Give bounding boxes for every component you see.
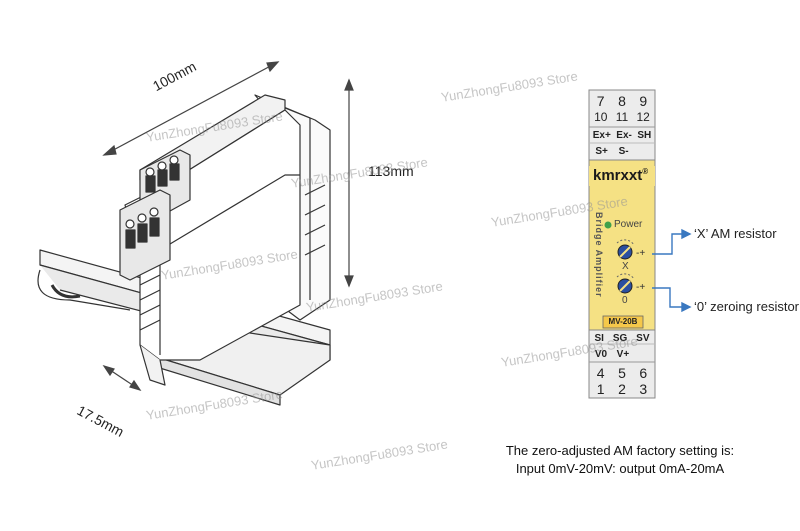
terminal-number: 3	[639, 381, 648, 397]
zero-label: 0	[622, 295, 628, 306]
terminal-number: 6	[639, 365, 648, 381]
caption-line-2: Input 0mV-20mV: output 0mA-20mA	[515, 461, 725, 476]
terminal-label: S+	[595, 146, 608, 157]
terminal-label: Ex+	[592, 130, 611, 141]
caption-line-1: The zero-adjusted AM factory setting is:	[505, 443, 735, 458]
bottom-terminal-row-1: SI SG SV	[590, 333, 654, 344]
x-resistor-callout: ‘X’ AM resistor	[694, 226, 777, 241]
brand-logo: kmrxxt®	[593, 167, 649, 184]
bottom-terminal-row-2: V0 V+	[590, 349, 634, 360]
terminal-label: SH	[637, 130, 652, 141]
height-dimension-label: 113mm	[368, 163, 414, 179]
terminal-label: SG	[612, 333, 628, 344]
top-terminal-row-2: S+ S-	[590, 146, 634, 157]
side-label: Bridge Amplifier	[594, 212, 604, 298]
terminal-number: 4	[596, 365, 605, 381]
module-front-face: -+ -+	[588, 89, 656, 399]
terminal-label: V+	[616, 349, 630, 360]
terminal-number: 11	[615, 110, 629, 124]
terminal-label: Ex-	[616, 130, 632, 141]
terminal-number: 9	[639, 93, 648, 109]
x-label: X	[622, 261, 629, 272]
terminal-label: S-	[618, 146, 629, 157]
power-label: Power	[614, 219, 643, 230]
svg-text:-+: -+	[636, 248, 645, 259]
terminal-label: SI	[594, 333, 604, 344]
bottom-number-row-1: 4 5 6	[590, 365, 654, 381]
terminal-label: V0	[594, 349, 608, 360]
model-label: MV-20B	[608, 317, 638, 326]
terminal-number: 5	[618, 365, 626, 381]
terminal-number: 2	[618, 381, 626, 397]
top-number-row-1: 7 8 9	[590, 93, 654, 109]
top-terminal-row-1: Ex+ Ex- SH	[590, 130, 654, 141]
bottom-number-row-2: 1 2 3	[590, 381, 654, 397]
terminal-number: 12	[636, 110, 650, 124]
terminal-number: 10	[594, 110, 608, 124]
terminal-number: 1	[596, 381, 605, 397]
zero-resistor-callout: ‘0’ zeroing resistor	[694, 299, 800, 314]
caption: The zero-adjusted AM factory setting is:…	[470, 442, 770, 478]
callout-arrows	[652, 228, 692, 313]
svg-text:-+: -+	[636, 282, 645, 293]
terminal-number: 8	[618, 93, 626, 109]
terminal-label: SV	[636, 333, 650, 344]
top-number-row-2: 10 11 12	[590, 110, 654, 124]
terminal-number: 7	[596, 93, 605, 109]
